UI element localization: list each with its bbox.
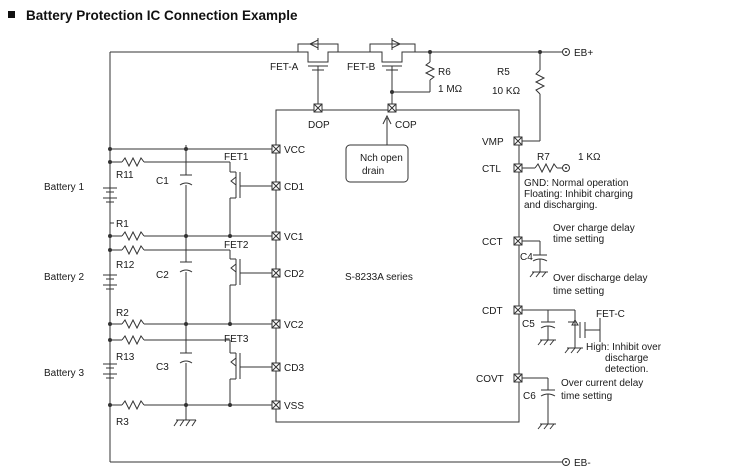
- pin-dop: DOP: [308, 103, 330, 131]
- r13-label: R13: [116, 352, 135, 363]
- fet2-label: FET2: [224, 240, 249, 251]
- capacitor-c6: C6 Over current delay time setting: [522, 377, 643, 430]
- r5-name: R5: [497, 67, 510, 78]
- pin-vmp-label: VMP: [482, 137, 504, 148]
- fet-c-label: FET-C: [596, 309, 625, 320]
- terminal-negative: EB-: [562, 458, 591, 469]
- fet1-label: FET1: [224, 152, 249, 163]
- c1-label: C1: [156, 176, 169, 187]
- pin-cct-label: CCT: [482, 237, 503, 248]
- pin-dop-label: DOP: [308, 120, 330, 131]
- cct-discharge-line-1: Over discharge delay: [553, 273, 648, 284]
- fet-b-label: FET-B: [347, 62, 376, 73]
- capacitor-c5: C5: [522, 309, 556, 346]
- callout-nch-open-drain: Nch open drain: [345, 114, 409, 183]
- r1-label: R1: [116, 219, 129, 230]
- r7-name: R7: [537, 152, 550, 163]
- c6-label: C6: [523, 391, 536, 402]
- covt-note-line-2: time setting: [561, 391, 612, 402]
- main-rails: [109, 50, 562, 463]
- cdt-note-line-3: detection.: [605, 364, 648, 375]
- capacitor-c4: C4 Over charge delay time setting Over d…: [520, 223, 648, 297]
- r3-label: R3: [116, 417, 129, 428]
- c3-label: C3: [156, 362, 169, 373]
- pin-cop-label: COP: [395, 120, 417, 131]
- ctl-note: GND: Normal operation Floating: Inhibit …: [524, 178, 633, 211]
- cct-note-line-2: time setting: [553, 234, 604, 245]
- nch-line-1: Nch open: [360, 153, 403, 164]
- pin-cop: COP: [387, 103, 417, 131]
- fet-a-label: FET-A: [270, 62, 299, 73]
- fet-b: FET-B: [347, 38, 416, 104]
- fet-a: FET-A: [270, 38, 339, 104]
- covt-note-line-1: Over current delay: [561, 378, 643, 389]
- ic-name: S-8233A series: [345, 272, 413, 283]
- battery-1-label: Battery 1: [44, 182, 84, 193]
- pin-cd3-label: CD3: [284, 363, 304, 374]
- r2-label: R2: [116, 308, 129, 319]
- c4-label: C4: [520, 252, 533, 263]
- right-pins: VMP CTL CCT CDT COVT: [476, 136, 523, 385]
- resistor-r7: R7 1 KΩ: [522, 152, 601, 174]
- battery-3-label: Battery 3: [44, 368, 84, 379]
- pin-cdt-label: CDT: [482, 306, 503, 317]
- r11-label: R11: [116, 170, 134, 181]
- cdt-note-line-2: discharge: [605, 353, 649, 364]
- r6-name: R6: [438, 67, 451, 78]
- ctl-note-line-2: Floating: Inhibit charging: [524, 189, 633, 200]
- title-bullet-icon: [8, 11, 15, 18]
- ic-body: [275, 109, 520, 423]
- cdt-note-line-1: High: Inhibit over: [586, 342, 662, 353]
- terminal-positive-label: EB+: [574, 48, 593, 59]
- cct-discharge-line-2: time setting: [553, 286, 604, 297]
- fet-c: FET-C High: Inhibit over discharge detec…: [548, 309, 662, 375]
- pin-vc1-label: VC1: [284, 232, 304, 243]
- cct-note-line-1: Over charge delay: [553, 223, 635, 234]
- resistor-r5: R5 10 KΩ: [492, 52, 546, 142]
- pin-vss-label: VSS: [284, 401, 304, 412]
- ctl-note-line-3: and discharging.: [524, 200, 597, 211]
- pin-cd2-label: CD2: [284, 269, 304, 280]
- pin-cd1-label: CD1: [284, 182, 304, 193]
- nch-line-2: drain: [362, 166, 384, 177]
- pin-vcc-label: VCC: [284, 145, 305, 156]
- terminal-positive: EB+: [562, 48, 593, 59]
- resistor-r6: R6 1 MΩ: [390, 52, 463, 95]
- r12-label: R12: [116, 260, 135, 271]
- r5-value: 10 KΩ: [492, 86, 521, 97]
- pin-vc2-label: VC2: [284, 320, 304, 331]
- pin-covt-label: COVT: [476, 374, 504, 385]
- cell-network: R11 C1 FET1 Battery 1 R1: [44, 145, 272, 428]
- left-pins: VCC CD1 VC1 CD2 VC2 CD3 VSS: [271, 144, 305, 412]
- pin-ctl-label: CTL: [482, 164, 501, 175]
- r7-value: 1 KΩ: [578, 152, 601, 163]
- fet3-label: FET3: [224, 334, 249, 345]
- page-title: Battery Protection IC Connection Example: [26, 8, 298, 23]
- battery-2-label: Battery 2: [44, 272, 84, 283]
- c5-label: C5: [522, 319, 535, 330]
- terminal-negative-label: EB-: [574, 458, 591, 469]
- c2-label: C2: [156, 270, 169, 281]
- ctl-note-line-1: GND: Normal operation: [524, 178, 628, 189]
- r6-value: 1 MΩ: [438, 84, 463, 95]
